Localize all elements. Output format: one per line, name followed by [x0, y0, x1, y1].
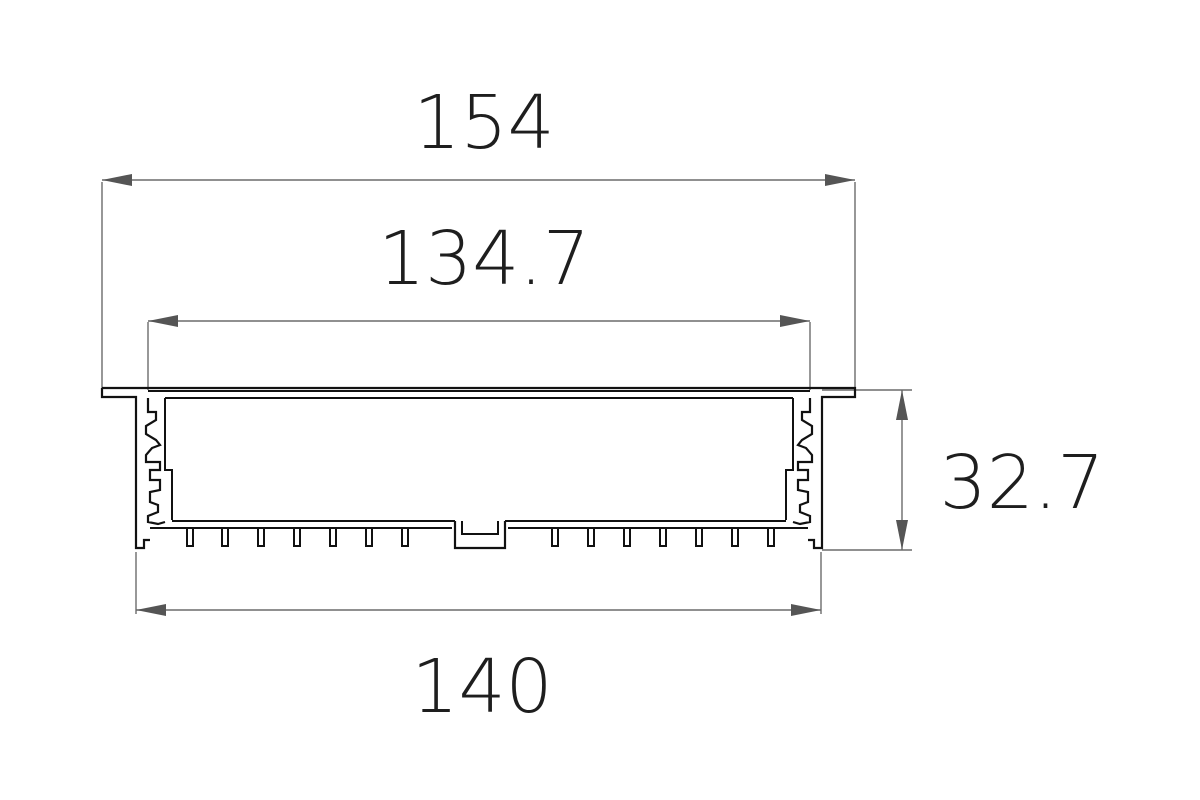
left-inner-wall [164, 398, 173, 520]
right-inner-wall [785, 398, 794, 520]
arrow-left-icon [148, 315, 178, 327]
cooling-fin [401, 528, 409, 547]
dimension-height: 32.7 [822, 389, 1105, 551]
arrow-right-icon [780, 315, 810, 327]
arrow-left-icon [136, 604, 166, 616]
arrow-right-icon [791, 604, 821, 616]
dimension-overall-width: 154 [101, 80, 856, 390]
cooling-fin [221, 528, 229, 547]
arrow-right-icon [825, 174, 855, 186]
dimension-body-width: 140 [135, 552, 822, 730]
right-wall [792, 398, 814, 526]
arrow-left-icon [102, 174, 132, 186]
dimension-label-body-width: 140 [411, 644, 552, 730]
cooling-fin [186, 528, 194, 547]
base-center-channel-inner [461, 521, 499, 535]
base-center-channel [453, 521, 507, 550]
dimension-label-height: 32.7 [940, 440, 1105, 526]
cooling-fin [329, 528, 337, 547]
cooling-fin [695, 528, 703, 547]
cooling-fins [186, 528, 775, 547]
cooling-fin [623, 528, 631, 547]
dimension-inner-width: 134.7 [147, 216, 811, 390]
arrow-up-icon [896, 390, 908, 420]
cooling-fin [293, 528, 301, 547]
cooling-fin [551, 528, 559, 547]
profile-cross-section [100, 386, 857, 550]
cooling-fin [731, 528, 739, 547]
cooling-fin [257, 528, 265, 547]
cooling-fin [365, 528, 373, 547]
top-flange [100, 386, 857, 550]
dimension-label-inner-width: 134.7 [378, 216, 590, 302]
arrow-down-icon [896, 520, 908, 550]
cooling-fin [767, 528, 775, 547]
cooling-fin [587, 528, 595, 547]
left-wall [144, 398, 166, 526]
cooling-fin [659, 528, 667, 547]
dimension-label-overall-width: 154 [413, 80, 554, 166]
